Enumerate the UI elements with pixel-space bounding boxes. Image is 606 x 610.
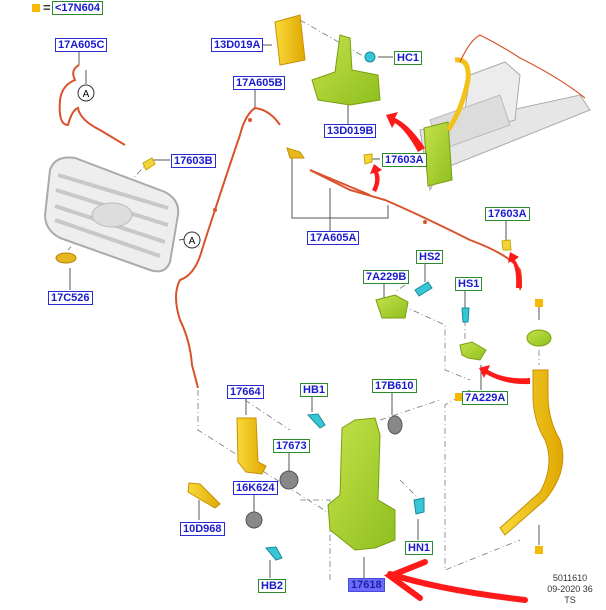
grommet-16k624 (245, 511, 263, 529)
legend-ref-label[interactable]: <17N604 (52, 1, 103, 15)
front-grille (43, 156, 180, 273)
hose-fittings (213, 118, 427, 224)
nozzle-17603b (142, 157, 156, 171)
nozzle-17603a-2 (501, 239, 512, 251)
part-17c526 (55, 252, 77, 264)
screw-hs2 (414, 281, 433, 297)
callout-a-1: A (77, 84, 95, 102)
grommet-17b610 (387, 415, 403, 435)
svg-text:A: A (83, 89, 90, 100)
legend-marker-icon (32, 4, 40, 12)
label-hb2[interactable]: HB2 (258, 579, 287, 593)
bracket-13d019a (274, 14, 306, 66)
svg-text:A: A (189, 236, 196, 247)
filler-cap-marker-icon (535, 299, 543, 307)
callout-a-2: A (183, 231, 201, 249)
label-17673[interactable]: 17673 (273, 439, 310, 453)
clip-hc1 (364, 51, 376, 63)
grommet-17673 (279, 470, 299, 490)
label-17c526[interactable]: 17C526 (48, 291, 93, 305)
label-13d019b[interactable]: 13D019B (324, 124, 377, 138)
reservoir-17618 (327, 417, 396, 551)
label-hs2[interactable]: HS2 (416, 250, 444, 264)
drawing-date: 09-2020 36 (547, 584, 593, 594)
legend-equals: = (43, 0, 51, 15)
label-17603a-upper[interactable]: 17603A (382, 153, 427, 167)
bracket-13d019b (311, 34, 381, 106)
label-17603a-lower[interactable]: 17603A (485, 207, 530, 221)
label-17a605c[interactable]: 17A605C (55, 38, 108, 52)
label-17618-highlighted[interactable]: 17618 (348, 578, 385, 592)
radiator-support (419, 34, 591, 192)
label-hc1[interactable]: HC1 (394, 51, 423, 65)
leader-lines (69, 44, 540, 578)
screw-hs1 (461, 307, 470, 323)
label-13d019a[interactable]: 13D019A (211, 38, 264, 52)
screw-hb2 (265, 546, 283, 561)
clip-7a229b (375, 294, 409, 319)
label-10d968[interactable]: 10D968 (180, 522, 225, 536)
label-hs1[interactable]: HS1 (455, 277, 483, 291)
clip-7a229a (459, 341, 487, 361)
label-hn1[interactable]: HN1 (405, 541, 434, 555)
label-17603b[interactable]: 17603B (171, 154, 216, 168)
nozzle-17603a-1 (363, 153, 373, 165)
label-17a605a[interactable]: 17A605A (307, 231, 360, 245)
highlight-arrow-shaft (387, 571, 528, 603)
pump-17664 (236, 417, 267, 475)
nut-hn1 (413, 497, 425, 515)
label-hb1[interactable]: HB1 (300, 383, 329, 397)
label-16k624[interactable]: 16K624 (233, 481, 278, 495)
nozzle-fitting (286, 147, 305, 159)
label-17664[interactable]: 17664 (227, 385, 264, 399)
filler-neck (499, 329, 564, 536)
label-17a605b[interactable]: 17A605B (233, 76, 286, 90)
red-arrows (370, 112, 530, 385)
drawing-reference: 5011610 09-2020 36 TS (540, 573, 600, 606)
sensor-10d968 (187, 482, 221, 509)
highlight-arrow-head (383, 559, 428, 601)
drawing-author: TS (564, 595, 576, 605)
label-7a229a-marker-icon (455, 393, 463, 401)
label-7a229a[interactable]: 7A229A (462, 391, 509, 405)
screw-hb1 (306, 413, 326, 429)
filler-neck-marker-icon (535, 546, 543, 554)
drawing-number: 5011610 (552, 573, 588, 583)
label-7a229b[interactable]: 7A229B (363, 270, 410, 284)
label-17b610[interactable]: 17B610 (372, 379, 417, 393)
